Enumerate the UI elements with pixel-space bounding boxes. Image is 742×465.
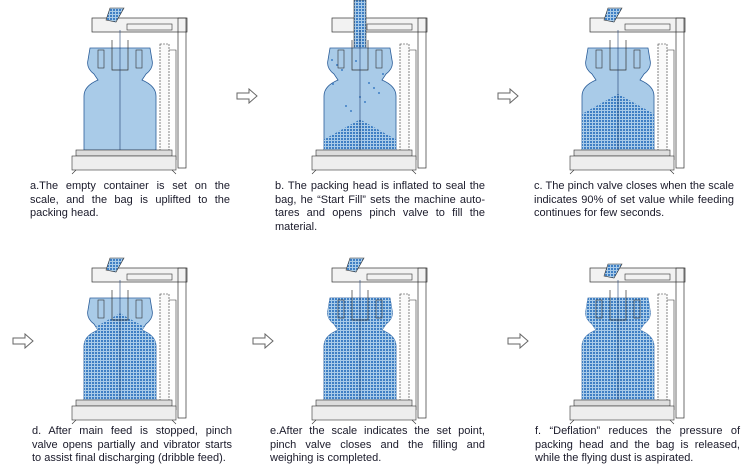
step-f-caption: f. “Deflation” reduces the pressure of p…: [535, 425, 740, 464]
step-a-illustration: [62, 0, 202, 175]
step-c-caption: c. The pinch valve closes when the scale…: [534, 180, 734, 219]
step-c-illustration: [560, 0, 700, 175]
step-d-illustration: [62, 250, 202, 425]
arrow-right-icon: [497, 88, 519, 104]
step-b-caption: b. The packing head is inflated to seal …: [275, 180, 485, 233]
step-e-caption: e.After the scale indicates the set poin…: [270, 425, 485, 464]
step-e-illustration: [302, 250, 442, 425]
step-d-caption: d. After main feed is stopped, pinch val…: [32, 425, 232, 464]
arrow-right-icon: [12, 333, 34, 349]
step-a-caption: a.The empty container is set on the scal…: [30, 180, 230, 219]
arrow-right-icon: [507, 333, 529, 349]
step-b-illustration: [302, 0, 442, 175]
arrow-right-icon: [252, 333, 274, 349]
step-f-illustration: [560, 250, 700, 425]
arrow-right-icon: [236, 88, 258, 104]
